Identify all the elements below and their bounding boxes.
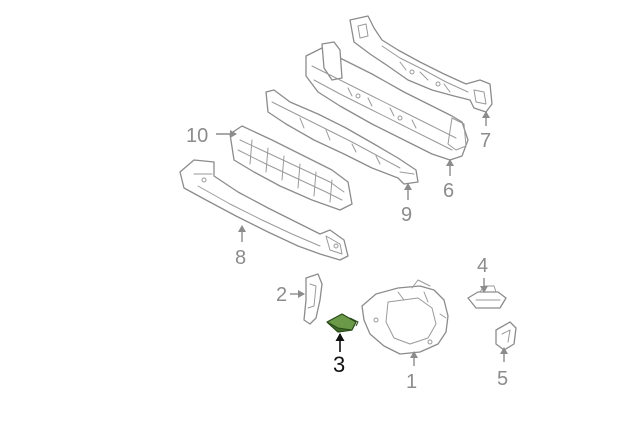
callout-6: 6 <box>443 180 454 202</box>
part-2-side-bracket <box>303 273 323 325</box>
part-6-reinforcement-beam <box>305 41 469 161</box>
part-7-upper-bracket <box>349 15 493 113</box>
callout-9: 9 <box>401 204 412 226</box>
part-1-lamp-housing <box>361 279 449 355</box>
callout-1: 1 <box>406 371 417 393</box>
part-3-sensor-module <box>326 313 359 333</box>
callout-4: 4 <box>477 255 488 277</box>
part-9-energy-absorber <box>265 89 419 185</box>
leader-lines <box>216 111 508 366</box>
callout-7: 7 <box>480 130 491 152</box>
callout-10: 10 <box>186 125 208 147</box>
callout-5: 5 <box>497 368 508 390</box>
part-4-clip-bracket <box>467 285 507 309</box>
part-8-lower-crossmember <box>179 159 349 261</box>
part-10-lower-absorber <box>229 125 353 211</box>
part-5-mount-bracket <box>495 321 517 351</box>
callout-8: 8 <box>235 247 246 269</box>
callout-3: 3 <box>333 352 345 377</box>
callout-2: 2 <box>276 284 287 306</box>
